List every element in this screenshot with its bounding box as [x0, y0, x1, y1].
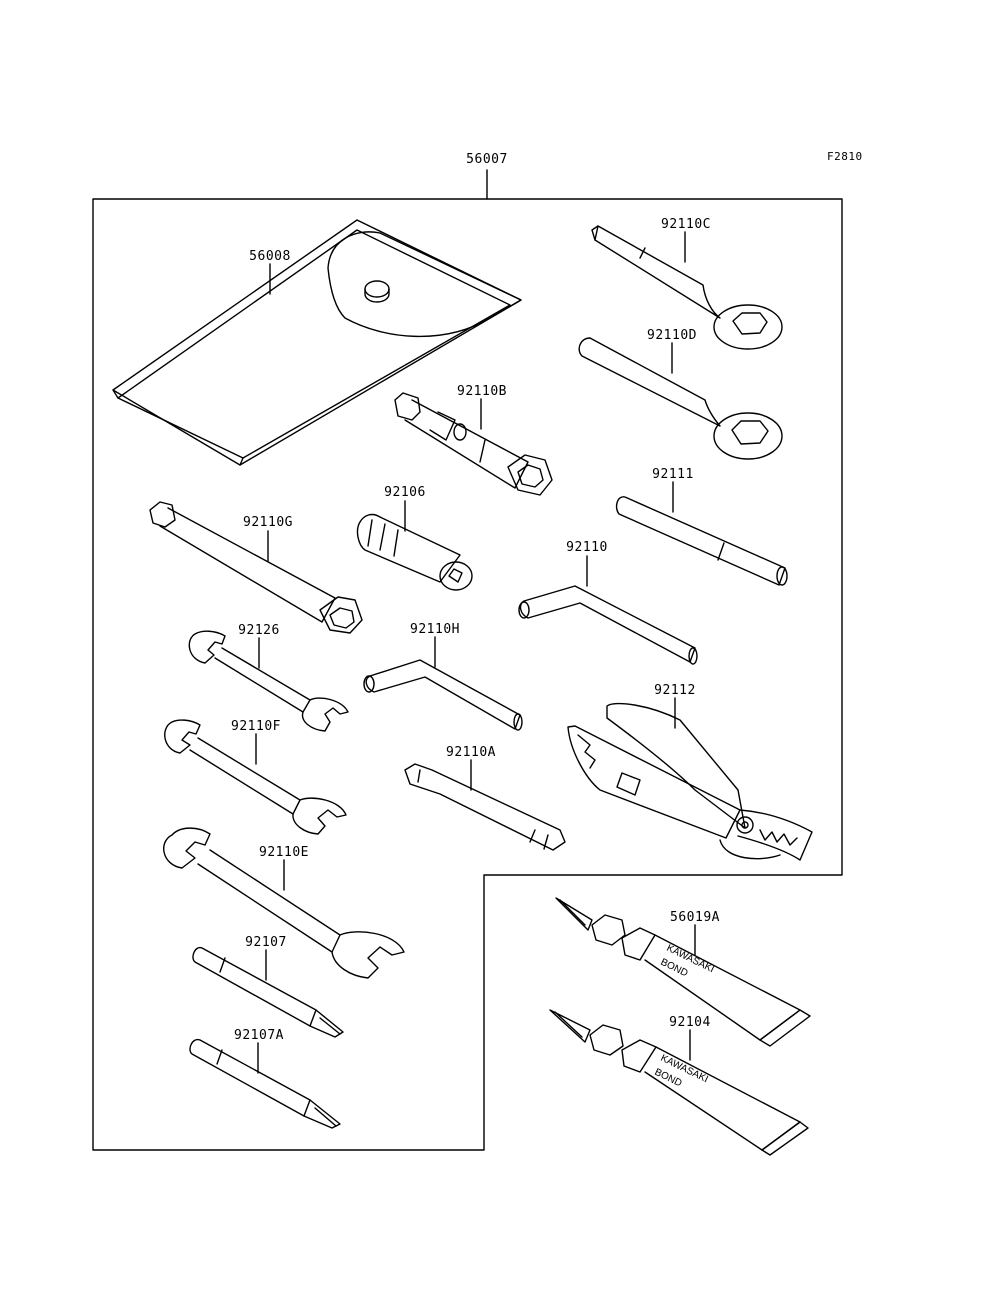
label-92110c: 92110C: [661, 217, 711, 232]
label-92110d: 92110D: [647, 328, 697, 343]
spanner-92110f-drawing: [165, 720, 346, 834]
box-wrench-92110b-drawing: [395, 393, 552, 495]
ring-spanner-92110d-drawing: [579, 338, 782, 459]
label-92110: 92110: [566, 540, 608, 555]
pliers-92112-drawing: [568, 704, 812, 860]
label-92111: 92111: [652, 467, 694, 482]
label-56007: 56007: [466, 152, 508, 167]
label-92107: 92107: [245, 935, 287, 950]
label-92104: 92104: [669, 1015, 711, 1030]
kit-boundary: [93, 199, 842, 1150]
label-92110f: 92110F: [231, 719, 281, 734]
label-92110h: 92110H: [410, 622, 460, 637]
label-92126: 92126: [238, 623, 280, 638]
spanner-92126-drawing: [189, 631, 348, 731]
label-92106: 92106: [384, 485, 426, 500]
screwdriver-92107-drawing: [193, 948, 343, 1037]
hex-key-92110h-drawing: [364, 660, 522, 730]
handle-bar-92111-drawing: [617, 497, 787, 585]
label-92107a: 92107A: [234, 1028, 284, 1043]
ring-spanner-92110c-drawing: [592, 226, 782, 349]
label-92110e: 92110E: [259, 845, 309, 860]
box-wrench-92110g-drawing: [150, 502, 362, 633]
plug-socket-92106-drawing: [358, 515, 472, 590]
spanner-92110e-drawing: [164, 828, 404, 978]
label-92110a: 92110A: [446, 745, 496, 760]
figure-code: F2810: [827, 150, 863, 163]
label-56008: 56008: [249, 249, 291, 264]
tool-pouch-drawing: [113, 220, 521, 465]
screwdriver-92107a-drawing: [190, 1040, 340, 1128]
label-92110b: 92110B: [457, 384, 507, 399]
hex-key-92110-drawing: [519, 586, 697, 664]
label-92110g: 92110G: [243, 515, 293, 530]
label-56019a: 56019A: [670, 910, 720, 925]
blade-tool-92110a-drawing: [405, 764, 565, 850]
bond-tube-56019a-drawing: [556, 898, 810, 1046]
bond-tube-92104-drawing: [550, 1010, 808, 1155]
label-92112: 92112: [654, 683, 696, 698]
